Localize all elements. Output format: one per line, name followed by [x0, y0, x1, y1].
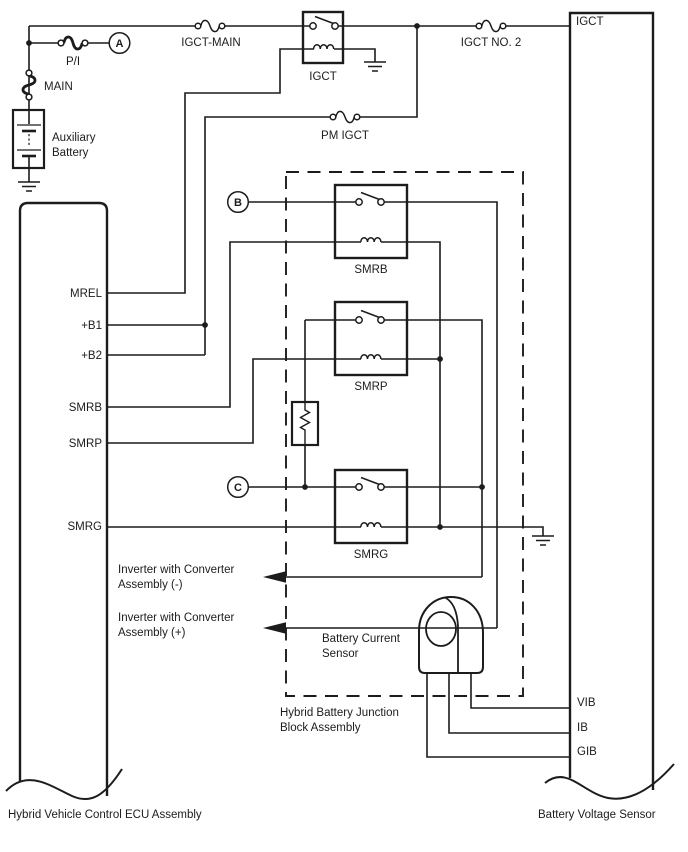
connector-a-label: A — [116, 38, 124, 50]
inverter-plus-label-2: Assembly (+) — [118, 627, 186, 639]
aux-battery-label-1: Auxiliary — [52, 132, 96, 144]
wire-pm-igct — [204, 26, 418, 355]
ecu-assembly-label: Hybrid Vehicle Control ECU Assembly — [8, 809, 202, 821]
assembly-boxes — [5, 11, 675, 801]
igct-relay-label: IGCT — [309, 71, 336, 83]
junction-dots — [26, 23, 485, 530]
arrowheads — [263, 571, 286, 634]
ecu-pin-b2: +B2 — [81, 350, 102, 362]
smrg-relay — [333, 468, 409, 545]
junction-block-label-1: Hybrid Battery Junction — [280, 707, 399, 719]
fuse-igct-main-label: IGCT-MAIN — [181, 37, 240, 49]
arrow-left-icon-plus — [263, 622, 286, 634]
wire-mrel — [107, 48, 314, 294]
ecu-box — [5, 201, 123, 801]
fusible-link-icon-main — [21, 68, 37, 102]
junction-dot — [302, 484, 308, 490]
labels: P/I A MAIN Auxiliary Battery IGCT-MAIN I… — [8, 16, 656, 821]
battery-current-sensor-label-2: Sensor — [322, 648, 359, 660]
junction-dot — [202, 322, 208, 328]
fuse-pm-igct-label: PM IGCT — [321, 130, 369, 142]
ecu-pin-smrb: SMRB — [69, 402, 103, 414]
fuse-igct-no2-label: IGCT NO. 2 — [461, 37, 522, 49]
smrg-relay-label: SMRG — [354, 549, 389, 561]
wire-gib — [426, 673, 570, 758]
ground-icon-smr — [531, 535, 555, 546]
connector-c-icon — [226, 475, 250, 499]
auxiliary-battery-icon — [11, 108, 46, 170]
bvs-pin-ib: IB — [577, 722, 588, 734]
ground-icon-battery — [17, 181, 41, 192]
fusible-main-label: MAIN — [44, 81, 73, 93]
ecu-pin-smrg: SMRG — [68, 521, 103, 533]
smrb-relay — [333, 183, 409, 260]
bvs-pin-igct: IGCT — [576, 16, 603, 28]
fuse-pi-label: P/I — [66, 56, 80, 68]
ecu-pin-smrp: SMRP — [69, 438, 103, 450]
fuse-icon-pm-igct — [329, 110, 361, 124]
resistor-zigzag-icon — [299, 402, 311, 445]
wire-smrg-coil-ground — [107, 526, 544, 536]
bvs-pin-gib: GIB — [577, 746, 597, 758]
inverter-minus-label-1: Inverter with Converter — [118, 564, 234, 576]
wire-igct-coil-ground — [334, 48, 376, 62]
symbols — [11, 10, 555, 546]
wires — [28, 25, 570, 758]
battery-current-sensor-icon — [418, 595, 484, 674]
igct-relay — [301, 10, 345, 65]
aux-battery-label-2: Battery — [52, 147, 89, 159]
junction-dot — [437, 356, 443, 362]
battery-voltage-sensor-label: Battery Voltage Sensor — [538, 809, 656, 821]
connector-b-icon — [226, 190, 250, 214]
connector-a-icon — [108, 31, 131, 55]
junction-block-dashed-boundary — [285, 171, 524, 697]
connector-c-label: C — [234, 482, 242, 494]
inverter-plus-label-1: Inverter with Converter — [118, 612, 234, 624]
fuse-icon-igct-no2 — [475, 19, 507, 33]
smrp-relay-label: SMRP — [354, 381, 388, 393]
junction-dot — [26, 40, 32, 46]
junction-block-label-2: Block Assembly — [280, 722, 361, 734]
battery-voltage-sensor-box — [544, 11, 675, 800]
junction-dot — [437, 524, 443, 530]
ground-icon-igct — [363, 61, 387, 72]
bvs-pin-vib: VIB — [577, 697, 596, 709]
ecu-pin-mrel: MREL — [70, 288, 103, 300]
precharge-resistor — [290, 400, 320, 447]
junction-dot — [479, 484, 485, 490]
inverter-minus-label-2: Assembly (-) — [118, 579, 183, 591]
fusible-link-icon-pi — [56, 35, 90, 51]
fuse-icon-igct-main — [194, 19, 226, 33]
battery-current-sensor-label-1: Battery Current — [322, 633, 401, 645]
smrp-relay — [333, 300, 409, 377]
arrow-left-icon-minus — [263, 571, 286, 583]
connector-b-label: B — [234, 197, 242, 209]
wire-ib — [448, 673, 570, 734]
smrb-relay-label: SMRB — [354, 264, 388, 276]
junction-dot — [414, 23, 420, 29]
ecu-pin-b1: +B1 — [81, 320, 102, 332]
wire-vib — [470, 673, 570, 709]
